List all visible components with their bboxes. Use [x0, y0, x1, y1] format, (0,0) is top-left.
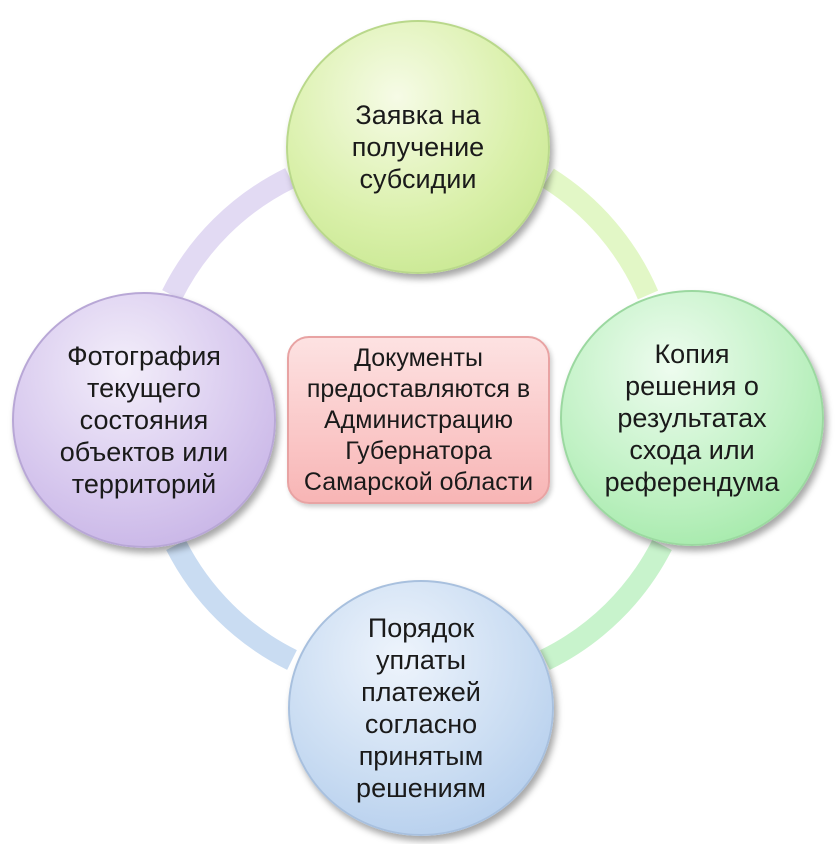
node-payment-procedure-text: Порядок уплаты платежей согласно приняты… — [356, 613, 486, 803]
ring-arc-bottom-left — [166, 539, 297, 670]
node-decision-copy-text: Копия решения о результатах схода или ре… — [604, 339, 780, 497]
center-box: Документы предоставляются в Администраци… — [287, 336, 550, 504]
node-photo: Фотография текущего состояния объектов и… — [12, 292, 276, 548]
ring-arc-left-top — [162, 168, 295, 300]
center-box-text: Документы предоставляются в Администраци… — [303, 343, 534, 496]
node-application: Заявка на получение субсидии — [286, 20, 550, 274]
ring-arc-top-right — [542, 168, 659, 300]
node-decision-copy: Копия решения о результатах схода или ре… — [560, 290, 824, 546]
node-photo-text: Фотография текущего состояния объектов и… — [59, 341, 229, 499]
node-payment-procedure: Порядок уплаты платежей согласно приняты… — [288, 580, 554, 836]
node-application-text: Заявка на получение субсидии — [351, 100, 485, 194]
ring-arc-right-bottom — [540, 539, 672, 670]
